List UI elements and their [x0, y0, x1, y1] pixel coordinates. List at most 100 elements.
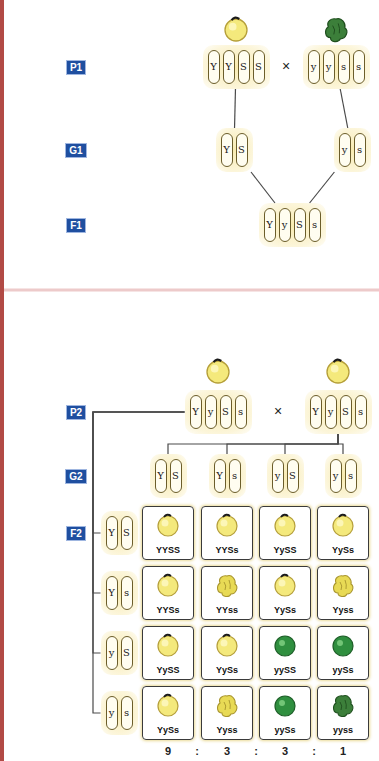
punnett-cell: yySs [259, 686, 311, 740]
allele-letter: s [309, 208, 321, 242]
genotype-label: YySS [156, 666, 179, 676]
allele-letter: S [121, 636, 133, 670]
chromosome-set: YySs [185, 390, 252, 434]
chromosome-set: yS [267, 454, 304, 498]
allele-letter: s [121, 576, 133, 610]
connector-line [168, 434, 338, 454]
section-divider [4, 289, 379, 292]
genotype-label: Yyss [216, 726, 237, 736]
chromosome-set: YYSS [203, 45, 270, 89]
genotype-label: YYss [216, 606, 238, 616]
genotype-label: YySs [216, 666, 238, 676]
punnett-cell: Yyss [201, 686, 253, 740]
allele-letter: S [220, 395, 232, 429]
allele-letter: Y [223, 50, 235, 84]
chromosome-set: yyss [303, 45, 370, 89]
chromosome-set: Ys [209, 454, 246, 498]
chromosome-set: YS [216, 128, 253, 172]
genotype-label: YYSs [156, 606, 179, 616]
genotype-label: yySS [274, 666, 296, 676]
allele-letter: S [294, 208, 306, 242]
ratio-number: : [254, 745, 258, 757]
allele-letter: y [106, 636, 118, 670]
genotype-label: yyss [333, 726, 353, 736]
punnett-cell: YYSS [142, 506, 194, 560]
genotype-label: Yyss [332, 606, 353, 616]
allele-letter: S [253, 50, 265, 84]
genotype-label: YySs [332, 546, 354, 556]
genotype-label: YYSs [215, 546, 238, 556]
genotype-label: yySs [332, 666, 353, 676]
allele-letter: Y [190, 395, 202, 429]
allele-letter: y [323, 50, 335, 84]
chromosome-set: yS [101, 631, 138, 675]
allele-letter: s [235, 395, 247, 429]
allele-letter: S [170, 459, 182, 493]
chromosome-set: YS [150, 454, 187, 498]
generation-label: G1 [65, 143, 86, 158]
punnett-cell: YySs [259, 566, 311, 620]
allele-letter: S [287, 459, 299, 493]
allele-letter: Y [221, 133, 233, 167]
ratio-number: 3 [282, 745, 288, 757]
genotype-label: YYSS [156, 546, 180, 556]
genotype-label: YySs [157, 726, 179, 736]
genotype-label: YySs [274, 606, 296, 616]
ratio-number: 1 [340, 745, 346, 757]
generation-label: P2 [66, 405, 86, 420]
connector-line [338, 434, 343, 454]
punnett-cell: yySs [317, 626, 369, 680]
allele-letter: s [121, 696, 133, 730]
ratio-number: : [195, 745, 199, 757]
allele-letter: y [205, 395, 217, 429]
allele-letter: s [354, 133, 366, 167]
ratio-number: : [312, 745, 316, 757]
punnett-cell: YYss [201, 566, 253, 620]
punnett-cell: Yyss [317, 566, 369, 620]
punnett-cell: yyss [317, 686, 369, 740]
punnett-cell: YySs [142, 686, 194, 740]
punnett-cell: YySS [142, 626, 194, 680]
chromosome-set: Ys [101, 571, 138, 615]
generation-label: F2 [66, 526, 86, 541]
allele-letter: y [272, 459, 284, 493]
connector-line [234, 89, 236, 128]
connector-line [340, 89, 348, 128]
parent-peas [207, 18, 349, 383]
chromosome-set: ys [101, 691, 138, 735]
punnett-cell: YySs [201, 626, 253, 680]
allele-letter: S [238, 50, 250, 84]
allele-letter: Y [155, 459, 167, 493]
allele-letter: s [353, 50, 365, 84]
connector-line [227, 434, 338, 454]
allele-letter: y [325, 395, 337, 429]
chromosome-set: ys [334, 128, 371, 172]
ratio-number: 3 [224, 745, 230, 757]
allele-letter: s [229, 459, 241, 493]
allele-letter: S [121, 516, 133, 550]
allele-letter: S [236, 133, 248, 167]
page-margin [0, 0, 4, 761]
cross-sign: × [282, 59, 290, 74]
allele-letter: s [338, 50, 350, 84]
allele-letter: Y [264, 208, 276, 242]
punnett-cell: YYSs [201, 506, 253, 560]
genotype-label: YySS [273, 546, 296, 556]
cross-sign: × [274, 404, 282, 419]
allele-letter: y [106, 696, 118, 730]
connector-line [251, 172, 275, 203]
allele-letter: Y [310, 395, 322, 429]
chromosome-set: YS [101, 511, 138, 555]
allele-letter: s [345, 459, 357, 493]
connector-line [310, 172, 335, 203]
connector-line [285, 434, 338, 454]
punnett-cell: yySS [259, 626, 311, 680]
chromosome-set: ys [325, 454, 362, 498]
allele-letter: S [340, 395, 352, 429]
punnett-cell: YYSs [142, 566, 194, 620]
allele-letter: s [355, 395, 367, 429]
allele-letter: Y [208, 50, 220, 84]
